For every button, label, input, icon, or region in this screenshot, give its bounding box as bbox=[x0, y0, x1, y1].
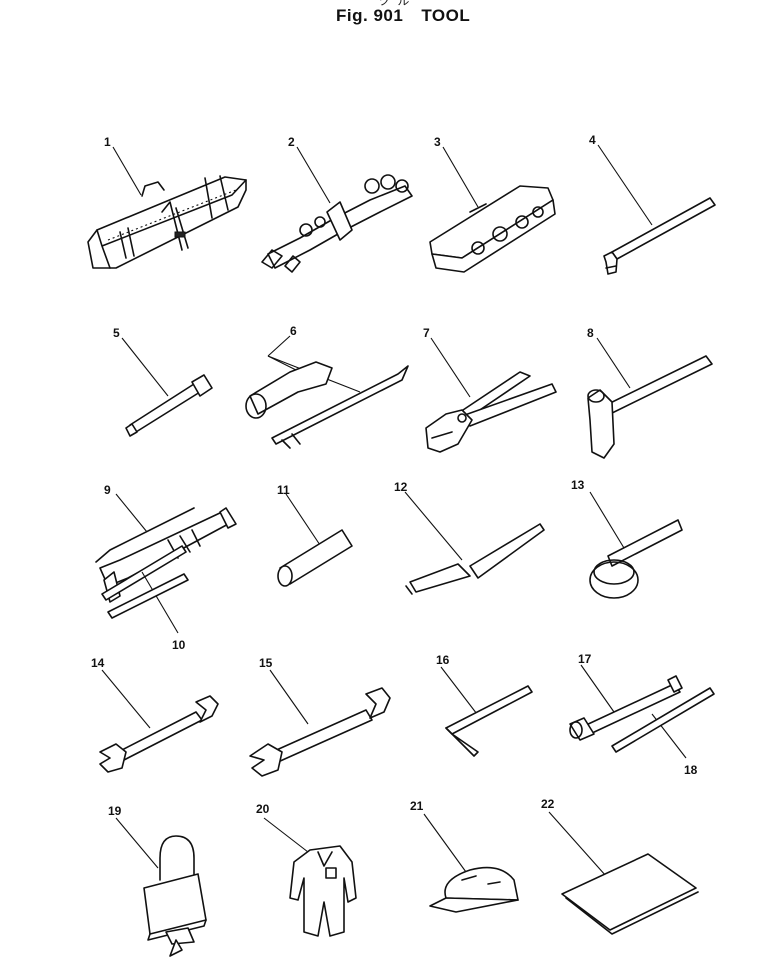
l-wrench-illustration bbox=[597, 144, 716, 275]
grease-nozzle-illustration bbox=[107, 571, 189, 634]
callout-label-15: 15 bbox=[259, 656, 273, 670]
callout-label-6: 6 bbox=[290, 324, 297, 338]
large-spanner-illustration bbox=[249, 669, 391, 777]
callout-label-13: 13 bbox=[571, 478, 585, 492]
callout-label-1: 1 bbox=[104, 135, 111, 149]
callout-label-9: 9 bbox=[104, 483, 111, 497]
small-spanner-illustration bbox=[99, 669, 219, 773]
wrench-set-illustration bbox=[261, 146, 413, 273]
coveralls-illustration bbox=[263, 817, 357, 937]
callout-label-8: 8 bbox=[587, 326, 594, 340]
figure-number: Fig. 901 bbox=[336, 6, 404, 25]
header-japanese-fragment: ツ ル bbox=[378, 0, 412, 8]
pry-bar-illustration bbox=[404, 491, 545, 595]
callout-label-7: 7 bbox=[423, 326, 430, 340]
callout-label-5: 5 bbox=[113, 326, 120, 340]
hex-key-illustration bbox=[440, 666, 533, 757]
grip-sleeve-illustration bbox=[277, 493, 353, 587]
figure-title: Fig. 901 TOOL bbox=[336, 6, 470, 26]
manual-illustration bbox=[548, 811, 699, 935]
tommy-bar-illustration bbox=[611, 687, 715, 759]
figure-title-text: TOOL bbox=[421, 6, 471, 25]
extension-bar-illustration bbox=[121, 337, 213, 437]
callout-labels: 1 2 3 4 5 6 7 8 9 10 11 12 13 14 15 16 1… bbox=[91, 133, 698, 818]
box-wrench-illustration bbox=[569, 664, 683, 741]
callout-label-20: 20 bbox=[256, 802, 270, 816]
callout-label-10: 10 bbox=[172, 638, 186, 652]
tool-bag-illustration bbox=[87, 146, 247, 269]
callout-label-11: 11 bbox=[277, 483, 290, 497]
callout-label-19: 19 bbox=[108, 804, 122, 818]
cap-illustration bbox=[423, 813, 519, 913]
callout-label-22: 22 bbox=[541, 797, 555, 811]
callout-label-4: 4 bbox=[589, 133, 596, 147]
callout-label-21: 21 bbox=[410, 799, 424, 813]
pliers-illustration bbox=[425, 337, 557, 453]
hammer-illustration bbox=[587, 337, 713, 459]
callout-label-16: 16 bbox=[436, 653, 450, 667]
padlock-illustration bbox=[115, 817, 207, 957]
callout-label-17: 17 bbox=[578, 652, 592, 666]
callout-label-2: 2 bbox=[288, 135, 295, 149]
callout-label-12: 12 bbox=[394, 480, 408, 494]
callout-label-3: 3 bbox=[434, 135, 441, 149]
callout-label-18: 18 bbox=[684, 763, 698, 777]
screwdriver-illustration bbox=[245, 335, 409, 449]
grease-gun-illustration bbox=[95, 493, 237, 603]
callout-label-14: 14 bbox=[91, 656, 105, 670]
socket-box-illustration bbox=[429, 146, 556, 273]
filter-wrench-illustration bbox=[589, 491, 683, 599]
